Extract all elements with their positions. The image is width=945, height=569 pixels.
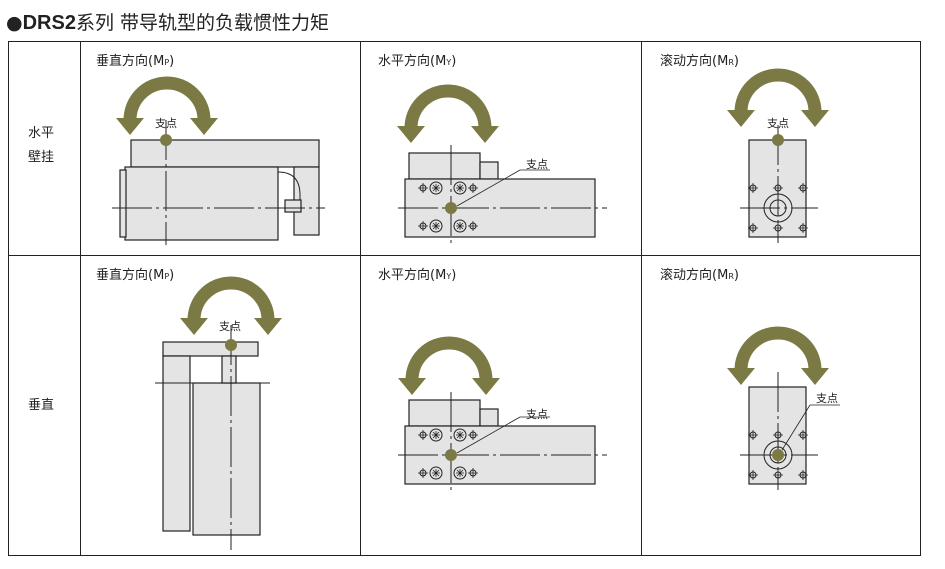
bolt-icon [453,466,467,480]
cell-heading: 垂直方向(MP) [96,54,175,69]
bolt-icon [432,222,440,230]
pivot-label: 支点 [155,117,177,130]
moment-arrow-icon [123,76,211,121]
body-outline [221,355,237,384]
divider [8,255,921,256]
arrowhead-icon [472,378,500,395]
pivot-point-icon [445,202,457,214]
body-outline [162,341,259,357]
pivot-point-icon [772,134,784,146]
bolt-icon [429,181,443,195]
body-outline [119,169,127,238]
hole-icon [418,221,428,231]
pivot-label: 支点 [526,408,548,421]
bolt-icon [432,184,440,192]
divider [641,41,642,556]
pivot-label: 支点 [526,158,548,171]
leader-line [781,404,811,451]
pivot-label: 支点 [816,392,838,405]
bolt-icon [429,466,443,480]
moment-arrow-icon [187,276,275,321]
bolt-icon [453,219,467,233]
pivot-label: 支点 [767,117,789,130]
arrowhead-icon [397,126,425,143]
bolt-icon [432,469,440,477]
hole-icon [748,183,758,193]
hole-icon [748,223,758,233]
arrowhead-icon [190,118,218,135]
pivot-point-icon [772,449,784,461]
hole-icon [468,430,478,440]
body-outline [130,139,320,168]
hole-icon [748,470,758,480]
hole-icon [418,468,428,478]
bolt-icon [456,184,464,192]
arrowhead-icon [254,318,282,335]
arrowhead-icon [801,110,829,127]
bolt-icon [453,181,467,195]
cell-heading: 水平方向(MY) [378,54,457,69]
hole-icon [798,183,808,193]
cell-heading: 滚动方向(MR) [660,268,739,283]
bolt-icon [456,222,464,230]
moment-arrow-icon [734,68,822,113]
arrowhead-icon [471,126,499,143]
bolt-icon [429,428,443,442]
cell-heading: 垂直方向(MP) [96,268,175,283]
hole-icon [468,468,478,478]
arrowhead-icon [727,110,755,127]
bolt-icon [429,219,443,233]
pivot-label: 支点 [219,320,241,333]
hole-icon [798,223,808,233]
row-header-horizontal-wall: 水平壁挂 [28,126,55,165]
arrowhead-icon [727,368,755,385]
arrowhead-icon [398,378,426,395]
cell-heading: 滚动方向(MR) [660,54,739,69]
arrowhead-icon [801,368,829,385]
moment-table [8,41,921,556]
pivot-point-icon [160,134,172,146]
body-outline [192,382,261,536]
bolt-icon [432,431,440,439]
leader-line [456,416,521,454]
body-outline [124,166,279,241]
body-outline [479,408,499,427]
divider [360,41,361,556]
arrowhead-icon [116,118,144,135]
cell-heading: 水平方向(MY) [378,268,457,283]
hole-icon [418,430,428,440]
bolt-icon [453,428,467,442]
bolt-icon [456,431,464,439]
body-outline [408,152,481,180]
arrowhead-icon [180,318,208,335]
row-header-vertical: 垂直 [28,398,55,413]
page-title: ●DRS2系列 带导轨型的负载惯性力矩 [6,12,329,34]
body-outline [162,355,191,532]
body-outline [479,161,499,180]
hole-icon [418,183,428,193]
divider [80,41,81,556]
pivot-point-icon [445,449,457,461]
body-outline [408,399,481,427]
pipe-outline [277,171,301,205]
hole-icon [468,183,478,193]
leader-line [456,169,521,207]
moment-arrow-icon [734,326,822,371]
moment-arrow-icon [405,336,493,381]
bolt-icon [456,469,464,477]
hole-icon [798,470,808,480]
hole-icon [468,221,478,231]
moment-arrow-icon [404,84,492,129]
hole-icon [748,430,758,440]
body-outline [284,199,302,213]
pivot-point-icon [225,339,237,351]
hole-icon [798,430,808,440]
